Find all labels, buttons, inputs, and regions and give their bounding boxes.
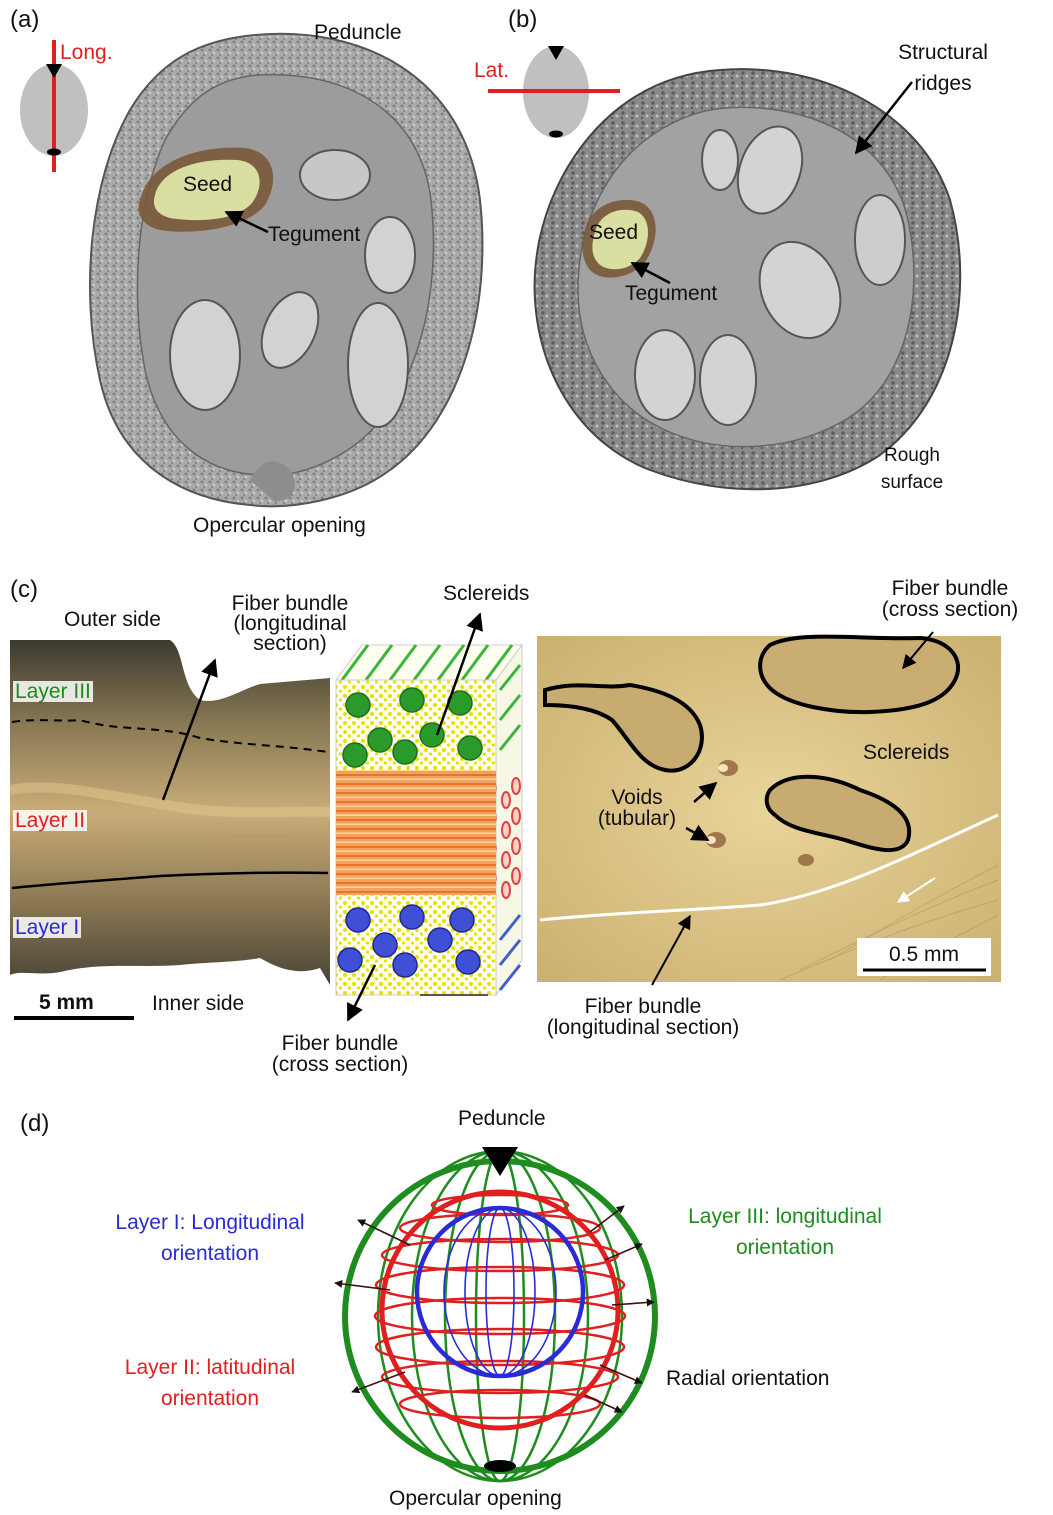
- layer2-d-line-1: Layer II: latitudinal: [95, 1352, 325, 1383]
- fiber-cross-label-bottom: Fiber bundle (cross section): [250, 1033, 430, 1075]
- peduncle-label-a: Peduncle: [314, 22, 402, 43]
- layer-1-label: Layer I: [13, 917, 81, 938]
- long-label: Long.: [60, 42, 113, 63]
- layer2-d-line-2: orientation: [95, 1383, 325, 1414]
- fiber-long-label-top: Fiber bundle (longitudinal section): [205, 594, 375, 654]
- scale-label-5mm: 5 mm: [39, 992, 94, 1013]
- layer1-sphere: [417, 1208, 583, 1376]
- panel-d-graphic: [335, 1147, 655, 1481]
- panel-c-label: (c): [10, 576, 38, 604]
- outer-side-label: Outer side: [64, 609, 161, 630]
- fiber-long-line-2: (longitudinal: [205, 614, 375, 634]
- layer1-d-line-1: Layer I: Longitudinal: [85, 1207, 335, 1238]
- fiber-cross-r-line-2: (cross section): [862, 599, 1038, 620]
- rough-line-1: Rough: [862, 442, 962, 469]
- fiber-long-line-3: section): [205, 634, 375, 654]
- fiber-long-line-1: Fiber bundle: [205, 594, 375, 614]
- fiber-long-label-bottom: Fiber bundle (longitudinal section): [518, 996, 768, 1038]
- layer-3-orientation-label: Layer III: longitudinal orientation: [660, 1201, 910, 1263]
- rough-line-2: surface: [862, 469, 962, 496]
- panel-a-graphic: [20, 34, 482, 506]
- layer-schematic: [336, 645, 522, 995]
- seed-label-a: Seed: [183, 174, 232, 195]
- lat-label: Lat.: [474, 60, 509, 81]
- layer-3-label: Layer III: [13, 681, 93, 702]
- ridges-line-2: ridges: [868, 73, 1018, 94]
- rough-surface-label: Rough surface: [862, 442, 962, 496]
- opercular-label-d: Opercular opening: [389, 1488, 562, 1509]
- tegument-label-b: Tegument: [625, 283, 717, 304]
- sclereids-label-top: Sclereids: [443, 583, 529, 604]
- layer3-d-line-1: Layer III: longitudinal: [660, 1201, 910, 1232]
- fiber-cross-b-line-1: Fiber bundle: [250, 1033, 430, 1054]
- fiber-long-b-line-2: (longitudinal section): [518, 1017, 768, 1038]
- sclereids-label-right: Sclereids: [863, 742, 949, 763]
- voids-line-1: Voids: [582, 787, 692, 808]
- voids-line-2: (tubular): [582, 808, 692, 829]
- fiber-outline-2: [760, 637, 958, 713]
- layer1-d-line-2: orientation: [85, 1238, 335, 1269]
- peduncle-label-d: Peduncle: [458, 1108, 546, 1129]
- opercular-label-a: Opercular opening: [193, 515, 366, 536]
- layer-1-orientation-label: Layer I: Longitudinal orientation: [85, 1207, 335, 1269]
- structural-ridges-label: Structural ridges: [868, 42, 1018, 94]
- fiber-cross-r-line-1: Fiber bundle: [862, 578, 1038, 599]
- fiber-long-b-line-1: Fiber bundle: [518, 996, 768, 1017]
- panel-b-label: (b): [508, 6, 537, 34]
- scale-label-05mm: 0.5 mm: [889, 944, 959, 965]
- layer-2-orientation-label: Layer II: latitudinal orientation: [95, 1352, 325, 1414]
- panel-c-graphic: [10, 614, 1001, 1020]
- panel-b-graphic: [488, 46, 960, 489]
- voids-label: Voids (tubular): [582, 787, 692, 829]
- layer3-d-line-2: orientation: [660, 1232, 910, 1263]
- fiber-cross-label-right: Fiber bundle (cross section): [862, 578, 1038, 620]
- ridges-line-1: Structural: [868, 42, 1018, 63]
- panel-d-label: (d): [20, 1110, 49, 1138]
- tegument-label-a: Tegument: [268, 224, 360, 245]
- inner-side-label: Inner side: [152, 993, 244, 1014]
- panel-a-label: (a): [10, 6, 39, 34]
- fiber-cross-b-line-2: (cross section): [250, 1054, 430, 1075]
- opercular-marker: [484, 1460, 516, 1472]
- radial-orientation-label: Radial orientation: [666, 1368, 829, 1389]
- seed-label-b: Seed: [589, 222, 638, 243]
- layer-2-label: Layer II: [13, 810, 87, 831]
